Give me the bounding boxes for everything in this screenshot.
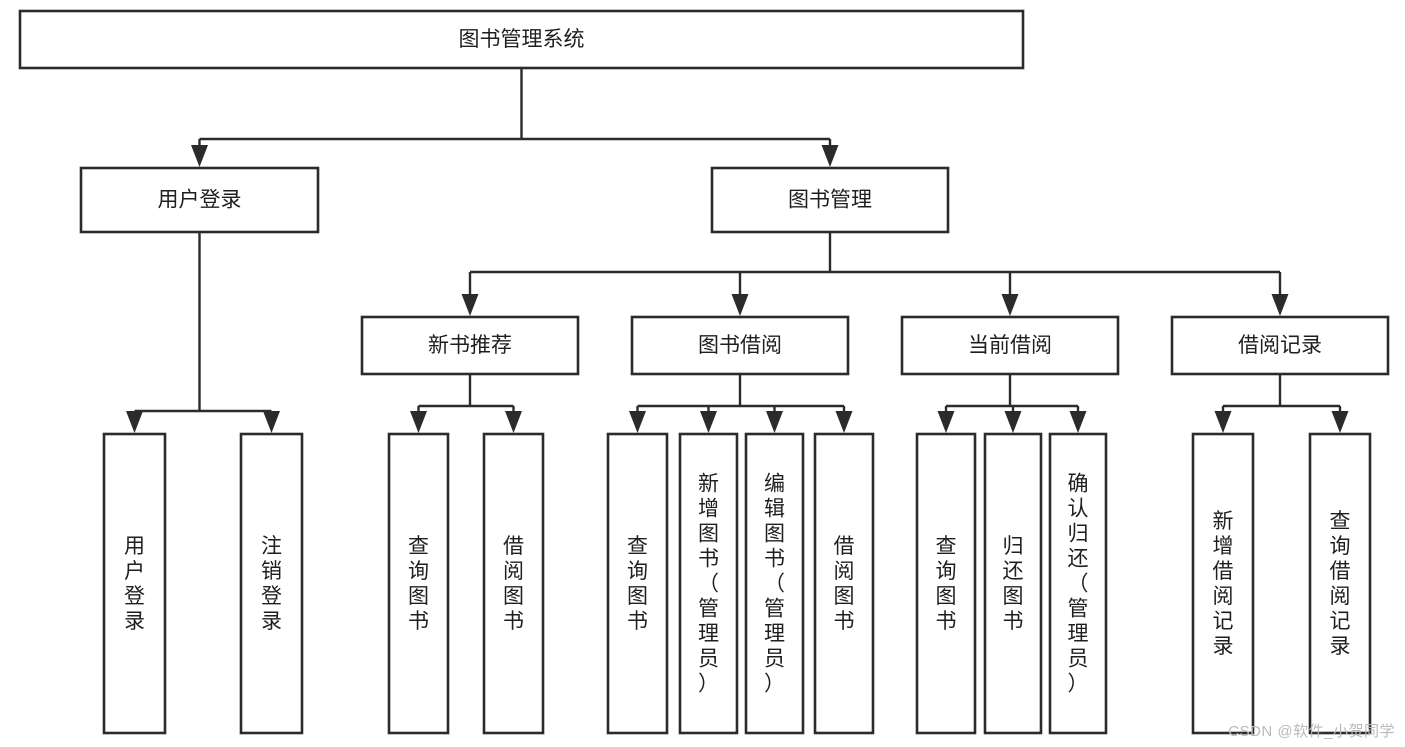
node-new-book-recommend[interactable]: 新书推荐 — [360, 315, 580, 376]
node-label-book-manage: 图书管理 — [788, 189, 872, 212]
node-label-leaf-query-book-current: 查询图书 — [936, 535, 957, 633]
node-leaf-add-borrow-record[interactable]: 新增借阅记录 — [1191, 432, 1255, 735]
node-label-root: 图书管理系统 — [459, 28, 585, 51]
node-leaf-add-book[interactable]: 新增图书（管理员） — [678, 432, 739, 735]
node-book-borrow[interactable]: 图书借阅 — [630, 315, 850, 376]
node-leaf-query-book-current[interactable]: 查询图书 — [915, 432, 977, 735]
node-current-borrow[interactable]: 当前借阅 — [900, 315, 1120, 376]
node-box-book-borrow — [630, 315, 850, 376]
node-root[interactable]: 图书管理系统 — [18, 9, 1025, 70]
node-box-leaf-borrow-book-recommend — [482, 432, 545, 735]
node-user-login[interactable]: 用户登录 — [79, 166, 320, 234]
edge-group-user-login — [126, 232, 280, 433]
node-box-new-book-recommend — [360, 315, 580, 376]
node-leaf-return-book[interactable]: 归还图书 — [983, 432, 1043, 735]
node-box-borrow-record — [1170, 315, 1390, 376]
node-label-book-borrow: 图书借阅 — [698, 334, 782, 357]
node-leaf-query-borrow-record[interactable]: 查询借阅记录 — [1308, 432, 1372, 735]
node-leaf-borrow-book[interactable]: 借阅图书 — [813, 432, 875, 735]
node-box-leaf-borrow-book — [813, 432, 875, 735]
node-box-leaf-add-borrow-record — [1191, 432, 1255, 735]
node-box-user-login — [79, 166, 320, 234]
node-book-manage[interactable]: 图书管理 — [710, 166, 950, 234]
node-label-leaf-query-book-recommend: 查询图书 — [408, 535, 429, 633]
node-box-leaf-user-login — [102, 432, 167, 735]
node-label-leaf-return-book: 归还图书 — [1003, 535, 1024, 633]
node-label-new-book-recommend: 新书推荐 — [428, 334, 512, 357]
edge-group-book-manage — [461, 232, 1289, 316]
node-leaf-logout[interactable]: 注销登录 — [239, 432, 304, 735]
node-box-leaf-edit-book — [744, 432, 805, 735]
node-box-leaf-query-borrow-record — [1308, 432, 1372, 735]
node-leaf-query-book-recommend[interactable]: 查询图书 — [387, 432, 450, 735]
node-box-leaf-add-book — [678, 432, 739, 735]
node-leaf-user-login[interactable]: 用户登录 — [102, 432, 167, 735]
node-label-leaf-borrow-book: 借阅图书 — [834, 535, 855, 633]
node-box-current-borrow — [900, 315, 1120, 376]
node-label-leaf-confirm-return: 确认归还（管理员） — [1068, 472, 1089, 695]
node-box-root — [18, 9, 1025, 70]
node-box-leaf-return-book — [983, 432, 1043, 735]
edge-group-book-borrow — [629, 374, 853, 433]
node-label-leaf-edit-book: 编辑图书（管理员） — [764, 472, 785, 695]
nodes-layer: 图书管理系统用户登录图书管理新书推荐图书借阅当前借阅借阅记录用户登录注销登录查询… — [18, 9, 1390, 735]
node-box-book-manage — [710, 166, 950, 234]
node-label-leaf-add-borrow-record: 新增借阅记录 — [1213, 510, 1234, 658]
node-box-leaf-query-book-recommend — [387, 432, 450, 735]
watermark-text: CSDN @软件_小贺同学 — [1228, 723, 1395, 740]
node-label-leaf-user-login: 用户登录 — [124, 535, 145, 633]
node-label-user-login: 用户登录 — [158, 189, 242, 212]
node-box-leaf-query-book-borrow — [606, 432, 669, 735]
node-box-leaf-logout — [239, 432, 304, 735]
edges-layer — [126, 68, 1349, 433]
node-label-current-borrow: 当前借阅 — [968, 334, 1052, 357]
node-label-leaf-add-book: 新增图书（管理员） — [698, 472, 719, 695]
edge-group-current-borrow — [937, 374, 1087, 433]
node-leaf-confirm-return[interactable]: 确认归还（管理员） — [1048, 432, 1108, 735]
node-borrow-record[interactable]: 借阅记录 — [1170, 315, 1390, 376]
node-label-leaf-query-book-borrow: 查询图书 — [627, 535, 648, 633]
node-leaf-query-book-borrow[interactable]: 查询图书 — [606, 432, 669, 735]
node-leaf-borrow-book-recommend[interactable]: 借阅图书 — [482, 432, 545, 735]
node-label-leaf-query-borrow-record: 查询借阅记录 — [1330, 510, 1351, 658]
node-label-borrow-record: 借阅记录 — [1238, 334, 1322, 357]
edge-group-borrow-record — [1214, 374, 1349, 433]
node-label-leaf-logout: 注销登录 — [261, 535, 282, 633]
node-leaf-edit-book[interactable]: 编辑图书（管理员） — [744, 432, 805, 735]
node-box-leaf-confirm-return — [1048, 432, 1108, 735]
node-box-leaf-query-book-current — [915, 432, 977, 735]
edge-group-new-book-recommend — [410, 374, 522, 433]
edge-group-root — [191, 68, 839, 167]
node-label-leaf-borrow-book-recommend: 借阅图书 — [503, 535, 524, 633]
